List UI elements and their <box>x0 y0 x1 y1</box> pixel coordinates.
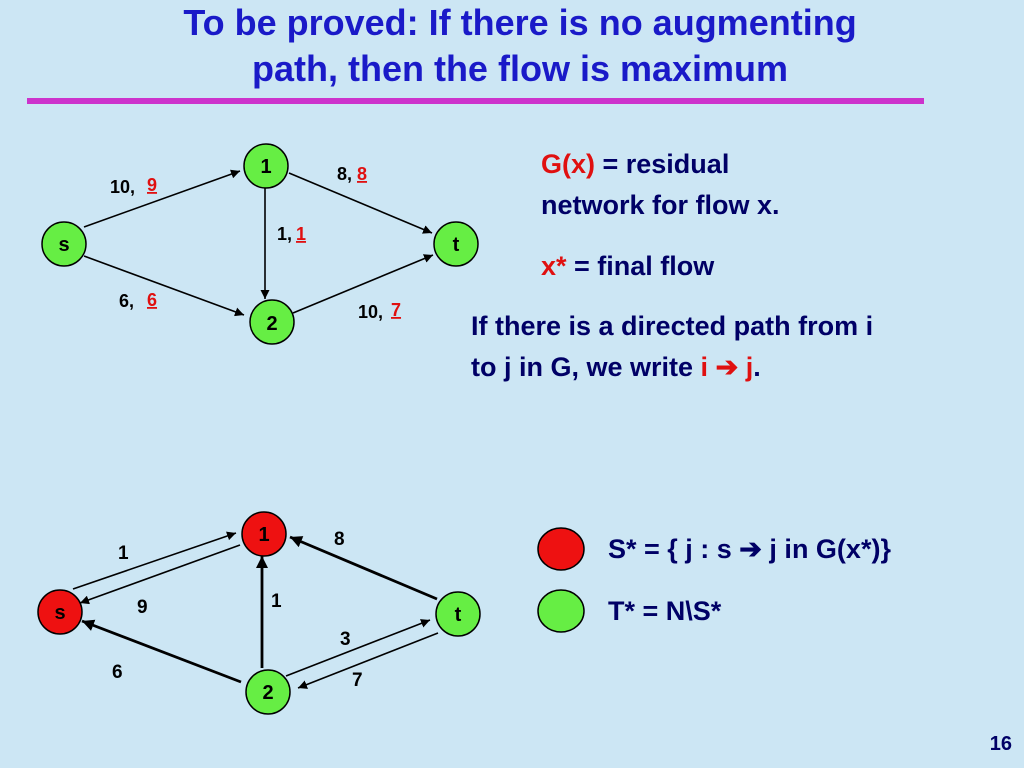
xstar-def: = final flow <box>566 251 715 281</box>
resid-2-t-label: 3 <box>340 629 351 650</box>
title-line-1: To be proved: If there is no augmenting <box>183 2 857 43</box>
resid-node-t <box>435 591 481 637</box>
resid-2-t <box>285 619 431 677</box>
node-t-label: t <box>453 234 460 256</box>
node-2 <box>249 299 295 345</box>
xstar-definition: x* = final flow <box>541 248 714 284</box>
resid-node-t-label: t <box>455 604 462 626</box>
graph-2: s 1 2 t 1 9 6 1 8 3 7 <box>37 511 481 715</box>
edge-1-2-flow: 1 <box>296 224 306 244</box>
edge-1-t-flow: 8 <box>357 164 367 184</box>
gx-definition: G(x) = residual <box>541 146 729 182</box>
node-s-label: s <box>58 234 69 256</box>
resid-2-s-label: 6 <box>112 662 123 683</box>
edge-s-1-cap: 10, <box>110 177 135 197</box>
resid-t-1 <box>289 535 438 601</box>
edge-s-2-flow: 6 <box>147 290 157 310</box>
edge-1-t-cap: 8, <box>337 164 352 184</box>
resid-node-2-label: 2 <box>262 682 273 704</box>
graph-1: s 1 2 t 10, 9 6, 6 1, 1 8, 8 10, 7 <box>41 143 479 345</box>
slide-title: To be proved: If there is no augmenting … <box>40 0 1000 92</box>
edge-2-t-flow: 7 <box>391 300 401 320</box>
arrow-icon: ➔ <box>715 352 739 382</box>
gx-def-1: = residual <box>595 149 730 179</box>
resid-node-1-label: 1 <box>258 524 269 546</box>
path-i: i <box>700 352 709 382</box>
node-2-label: 2 <box>266 313 277 335</box>
sstar-legend: S* = { j : s ➔ j in G(x*)} <box>608 534 891 564</box>
path-line-2-text: to j in G, we write <box>471 352 701 382</box>
edge-1-2-cap: 1, <box>277 224 292 244</box>
edge-s-1 <box>83 169 241 228</box>
resid-node-1 <box>241 511 287 557</box>
legend-green-dot <box>537 589 585 633</box>
page-number: 16 <box>989 733 1012 755</box>
edge-2-t <box>292 254 434 314</box>
resid-t-2 <box>297 632 439 689</box>
path-line-2: to j in G, we write i ➔ j. <box>471 349 761 385</box>
edge-s-1-flow: 9 <box>147 175 157 195</box>
edge-s-2 <box>83 255 245 317</box>
edge-1-t <box>288 172 433 234</box>
edge-s-2-cap: 6, <box>119 291 134 311</box>
node-1-label: 1 <box>260 156 271 178</box>
title-rule <box>27 98 924 104</box>
resid-1-s-label: 9 <box>137 597 148 618</box>
resid-s-1-label: 1 <box>118 543 129 564</box>
node-s <box>41 221 87 267</box>
tstar-legend: T* = N\S* <box>608 596 722 626</box>
path-j: j <box>745 352 754 382</box>
resid-t-1-label: 8 <box>334 529 345 550</box>
node-1 <box>243 143 289 189</box>
resid-node-s <box>37 589 83 635</box>
legend-red-dot <box>537 527 585 571</box>
resid-t-2-label: 7 <box>352 670 363 691</box>
edge-2-t-cap: 10, <box>358 302 383 322</box>
resid-2-1-label: 1 <box>271 591 282 612</box>
resid-node-s-label: s <box>54 602 65 624</box>
resid-1-s <box>79 544 241 605</box>
resid-node-2 <box>245 669 291 715</box>
path-end: . <box>753 352 761 382</box>
title-line-2: path, then the flow is maximum <box>251 48 789 89</box>
gx-term: G(x) <box>541 149 595 179</box>
path-line-1: If there is a directed path from i <box>471 311 874 341</box>
resid-2-s <box>81 619 242 684</box>
xstar-term: x* <box>541 251 567 281</box>
node-t <box>433 221 479 267</box>
resid-s-1 <box>72 531 237 590</box>
gx-def-2: network for flow x. <box>541 190 780 220</box>
